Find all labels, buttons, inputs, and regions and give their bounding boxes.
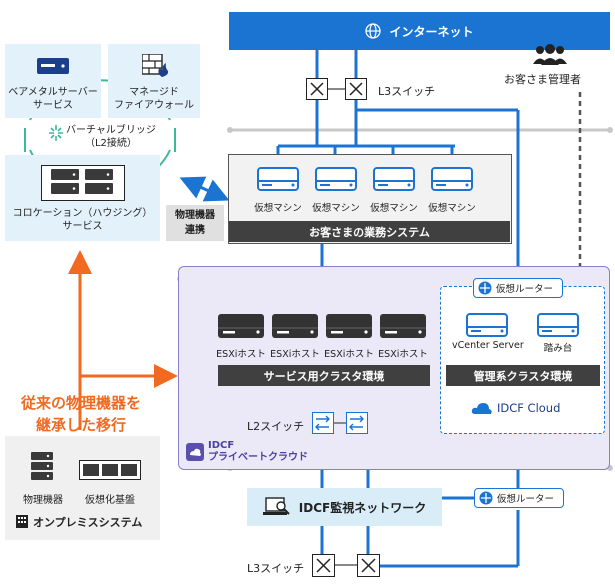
router-icon (478, 281, 492, 295)
globe-icon (365, 23, 382, 39)
esxi-label: ESXiホスト (270, 349, 320, 360)
host-server-icon (380, 314, 426, 338)
vm-icon (373, 167, 415, 191)
server-icon (37, 58, 69, 74)
renkei-line2: 連携 (185, 225, 205, 236)
bridge-line1: バーチャルブリッジ (66, 125, 156, 136)
switch-icon (312, 554, 380, 577)
l2-switch-icon (312, 412, 368, 434)
building-icon (16, 515, 28, 528)
l3-switch-bottom (312, 554, 382, 582)
business-system-label: お客さまの業務システム (229, 221, 510, 242)
vm-icon (257, 167, 299, 191)
esxi-host: ESXiホスト (268, 312, 322, 360)
monitor-router-label: 仮想ルーター (497, 494, 555, 505)
onprem-label: オンプレミスシステム (33, 516, 143, 529)
onprem-system: 物理機器 仮想化基盤 オンプレミスシステム (5, 436, 160, 540)
baremetal-line2: サービス (33, 100, 73, 111)
migration-line2: 継承した移行 (35, 416, 126, 434)
esxi-host: ESXiホスト (214, 312, 268, 360)
monitor-router: 仮想ルーター (474, 488, 564, 508)
mgmt-server-icon (466, 313, 508, 337)
bridge-spark-icon (49, 125, 63, 141)
router-icon (479, 491, 493, 505)
host-server-icon (326, 314, 372, 338)
esxi-label: ESXiホスト (216, 349, 266, 360)
mgmt-item: 踏み台 (530, 312, 586, 358)
migration-line1: 従来の物理機器を (20, 394, 141, 412)
esxi-label: ESXiホスト (324, 349, 374, 360)
vm-label: 仮想マシン (370, 203, 418, 214)
vm-card: 仮想マシン (310, 166, 362, 216)
mgmt-item-label: 踏み台 (543, 343, 573, 354)
baremetal-service: ベアメタルサーバー サービス (5, 44, 101, 118)
host-server-icon (272, 314, 318, 338)
mgmt-cluster-label: 管理系クラスタ環境 (446, 365, 600, 386)
physical-link-label: 物理機器 連携 (166, 205, 224, 241)
l3-bottom-label: L3スイッチ (247, 562, 305, 575)
vm-label: 仮想マシン (312, 203, 360, 214)
host-server-icon (218, 314, 264, 338)
l2-switch (312, 412, 378, 438)
virtualization-icon (79, 460, 141, 480)
vm-card: 仮想マシン (426, 166, 478, 216)
mgmt-router-label: 仮想ルーター (496, 284, 554, 295)
colocation-service: コロケーション（ハウジング） サービス (5, 155, 160, 241)
esxi-host: ESXiホスト (376, 312, 430, 360)
baremetal-line1: ベアメタルサーバー (8, 87, 98, 98)
esxi-label: ESXiホスト (378, 349, 428, 360)
idcf-cloud-brand: IDCF Cloud (471, 400, 560, 416)
mgmt-item: vCenter Server (452, 312, 524, 358)
firewall-icon (142, 54, 169, 77)
idcf-cloud-label: IDCF Cloud (497, 401, 561, 415)
bridge-label: バーチャルブリッジ （L2接続） (66, 124, 156, 150)
users-icon (533, 44, 567, 65)
laptop-search-icon (262, 497, 290, 515)
internet-banner: インターネット (229, 12, 610, 50)
l3-switch-top (306, 78, 372, 104)
firewall-line1: マネージド (129, 87, 179, 98)
internet-label: インターネット (389, 24, 474, 39)
vm-label: 仮想マシン (254, 203, 302, 214)
onprem-item-virtual: 仮想化基盤 (85, 495, 135, 506)
cloud-logo-icon (471, 403, 492, 414)
private-cloud-label: IDCF プライベートクラウド (208, 440, 308, 464)
vm-label: 仮想マシン (428, 203, 476, 214)
firewall-label: マネージド ファイアウォール (108, 86, 200, 112)
vm-card: 仮想マシン (368, 166, 420, 216)
vm-icon (431, 167, 473, 191)
mgmt-cluster-area (440, 286, 605, 434)
virtual-bridge: バーチャルブリッジ （L2接続） (48, 124, 156, 150)
esxi-host: ESXiホスト (322, 312, 376, 360)
firewall-service: マネージド ファイアウォール (108, 44, 200, 118)
mgmt-item-label: vCenter Server (452, 340, 524, 351)
rack-servers-icon (51, 169, 113, 194)
private-cloud-line2: プライベートクラウド (208, 452, 308, 463)
onprem-item-physical: 物理機器 (23, 495, 63, 506)
firewall-line2: ファイアウォール (114, 100, 194, 111)
migration-text: 従来の物理機器を 継承した移行 (2, 392, 160, 436)
colocation-line1: コロケーション（ハウジング） (12, 208, 153, 219)
physical-server-icon (31, 452, 53, 480)
mgmt-server-icon (537, 313, 579, 337)
bridge-line2: （L2接続） (84, 138, 137, 149)
service-cluster-label: サービス用クラスタ環境 (218, 365, 430, 386)
vm-card: 仮想マシン (252, 166, 304, 216)
baremetal-label: ベアメタルサーバー サービス (5, 86, 101, 112)
colocation-label: コロケーション（ハウジング） サービス (5, 207, 160, 233)
l3-top-label: L3スイッチ (378, 85, 436, 98)
l2-label: L2スイッチ (247, 420, 305, 433)
vm-icon (315, 167, 357, 191)
monitor-network: IDCF監視ネットワーク (247, 488, 442, 526)
admin-label: お客さま管理者 (504, 73, 581, 86)
switch-icon (306, 78, 367, 100)
private-cloud-line1: IDCF (208, 440, 235, 451)
renkei-line1: 物理機器 (175, 210, 215, 221)
mgmt-router: 仮想ルーター (473, 278, 563, 298)
monitor-label: IDCF監視ネットワーク (298, 500, 427, 515)
colocation-line2: サービス (62, 221, 103, 232)
private-cloud-icon (186, 443, 204, 461)
